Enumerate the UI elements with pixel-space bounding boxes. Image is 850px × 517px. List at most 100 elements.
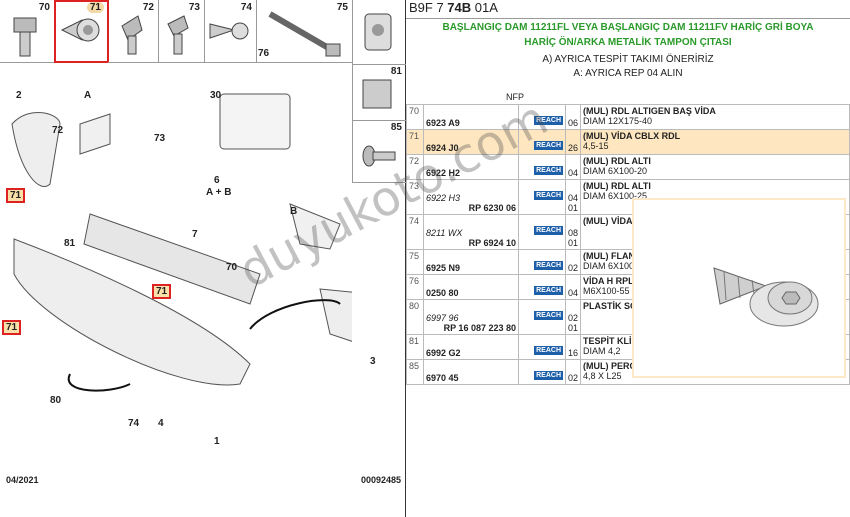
bolt-icon	[13, 17, 37, 57]
note-1: A) AYRICA TESPİT TAKIMI ÖNERİRİZ	[542, 54, 714, 65]
long-bolt-icon	[268, 11, 341, 57]
position-cell: 75	[406, 249, 424, 275]
thumb-number: 72	[142, 2, 154, 13]
screw-icon	[209, 22, 249, 40]
reference-cell: 6922 H3 RP 6230 06	[423, 179, 519, 215]
position-cell: 74	[406, 214, 424, 250]
replacement-reference[interactable]: RP 6924 10	[468, 238, 516, 248]
parts-list-panel: B9F 7 74B 01A BAŞLANGIÇ DAM 11211FL VEYA…	[406, 0, 850, 517]
callout-74: 74	[128, 418, 140, 429]
thumb-number: 74	[240, 2, 252, 13]
reference-cell: 8211 WX RP 6924 10	[423, 214, 519, 250]
replacement-reference[interactable]: RP 16 087 223 80	[443, 323, 516, 333]
applicability-title: BAŞLANGIÇ DAM 11211FL VEYA BAŞLANGIÇ DAM…	[442, 22, 814, 48]
callout-80: 80	[50, 395, 62, 406]
reach-cell: REACH	[518, 334, 566, 360]
position-cell: 76	[406, 274, 424, 300]
callout-A: A	[84, 90, 92, 101]
callout-71-highlight: 71	[2, 320, 22, 335]
thumb-number: 76	[258, 48, 270, 59]
reach-cell: REACH	[518, 359, 566, 385]
quantity-cell: 04	[564, 154, 582, 180]
reference-cell: 6992 G2	[423, 334, 519, 360]
thumb-number: 73	[188, 2, 200, 13]
reach-badge: REACH	[534, 191, 563, 200]
footer-code: 00092485	[360, 475, 401, 485]
footer-date: 04/2021	[6, 475, 39, 485]
replacement-reference[interactable]: RP 6230 06	[468, 203, 516, 213]
screw-icon	[60, 18, 100, 42]
thumb-73[interactable]: 73	[158, 0, 205, 63]
thumb-72[interactable]: 72	[108, 0, 159, 63]
quantity-cell: 02	[564, 359, 582, 385]
note-2: A: AYRICA REP 04 ALIN	[573, 68, 683, 79]
part-reference[interactable]: 6923 A9	[426, 118, 460, 128]
reference-cell: 0250 80	[423, 274, 519, 300]
part-reference[interactable]: 6922 H3	[426, 193, 461, 203]
reach-badge: REACH	[534, 261, 563, 270]
reach-badge: REACH	[534, 116, 563, 125]
callout-70: 70	[226, 262, 238, 273]
thumb-70[interactable]: 70	[0, 0, 55, 63]
reach-badge: REACH	[534, 166, 563, 175]
callout-30: 30	[210, 90, 222, 101]
reach-cell: REACH	[518, 299, 566, 335]
thumb-number: 71	[86, 2, 104, 13]
reference-cell: 6970 45	[423, 359, 519, 385]
reach-badge: REACH	[534, 141, 563, 150]
callout-A-plus-B: A + B	[206, 187, 232, 198]
part-reference[interactable]: 6925 N9	[426, 263, 461, 273]
position-cell: 85	[406, 359, 424, 385]
thumb-number: 85	[390, 122, 402, 133]
callout-71-highlight: 71	[152, 284, 172, 299]
reach-cell: REACH	[518, 214, 566, 250]
screw-illustration	[713, 267, 819, 327]
reach-cell: REACH	[518, 179, 566, 215]
catalog-code-header: B9F 7 74B 01A	[406, 0, 850, 19]
part-reference[interactable]: 6922 H2	[426, 168, 461, 178]
reach-badge: REACH	[534, 371, 563, 380]
bolt-icon	[121, 15, 143, 55]
part-reference[interactable]: 0250 80	[426, 288, 459, 298]
callout-4: 4	[158, 418, 164, 429]
thumb-81[interactable]: 81	[352, 64, 406, 121]
quantity-cell: 16	[564, 334, 582, 360]
thumb-number: 70	[38, 2, 50, 13]
part-image-popup[interactable]	[632, 198, 846, 378]
rivet-icon	[362, 145, 396, 167]
thumb-75-76[interactable]: 75 76	[256, 0, 353, 63]
reach-badge: REACH	[534, 311, 563, 320]
quantity-cell: 06	[564, 104, 582, 130]
reach-cell: REACH	[518, 274, 566, 300]
quantity-cell: 04	[564, 274, 582, 300]
part-reference[interactable]: 6970 45	[426, 373, 459, 383]
callout-1: 1	[214, 436, 220, 447]
thumb-nut[interactable]	[352, 0, 406, 65]
reach-cell: REACH	[518, 249, 566, 275]
part-reference[interactable]: 6924 J0	[426, 143, 459, 153]
position-cell: 81	[406, 334, 424, 360]
quantity-cell: 26	[564, 129, 582, 155]
reference-cell: 6925 N9	[423, 249, 519, 275]
bumper-exploded-drawing	[11, 93, 352, 392]
thumb-85[interactable]: 85	[352, 120, 406, 183]
callout-B: B	[290, 206, 298, 217]
part-reference[interactable]: 6992 G2	[426, 348, 461, 358]
reach-badge: REACH	[534, 286, 563, 295]
callout-72: 72	[52, 125, 64, 136]
part-reference[interactable]: 6997 96	[426, 313, 459, 323]
nut-icon	[364, 13, 392, 51]
thumb-71[interactable]: 71	[54, 0, 109, 63]
reach-badge: REACH	[534, 226, 563, 235]
thumb-74[interactable]: 74	[204, 0, 257, 63]
callout-3: 3	[370, 356, 376, 367]
callout-71-highlight: 71	[6, 188, 26, 203]
part-reference[interactable]: 8211 WX	[426, 228, 463, 238]
